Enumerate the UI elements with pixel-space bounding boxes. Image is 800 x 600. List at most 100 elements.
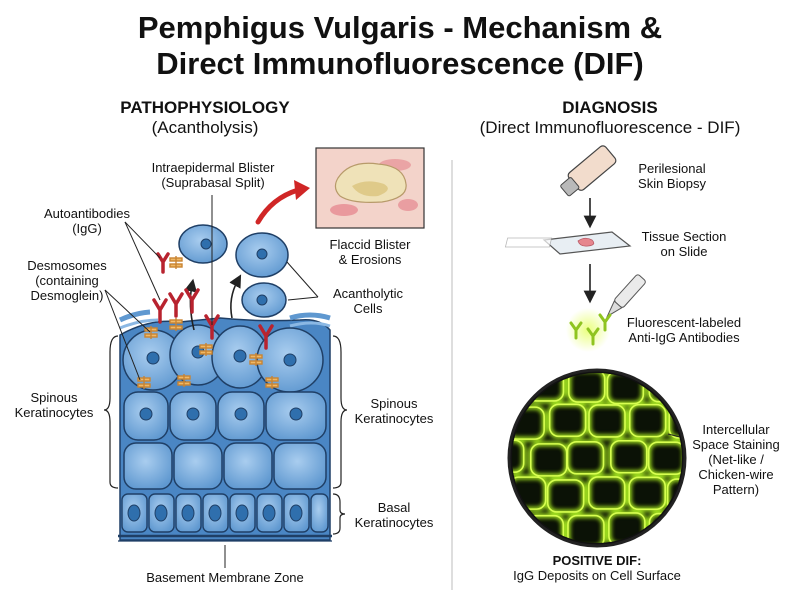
spinous-cell	[273, 442, 327, 490]
nucleus	[235, 504, 249, 522]
dropper-icon	[606, 274, 646, 318]
igg-antibody	[156, 252, 170, 274]
intercellular-staining-cell	[512, 373, 528, 405]
desmosome	[137, 376, 151, 389]
biopsy-label-line-2: Skin Biopsy	[638, 176, 706, 191]
desmosome-pointer	[104, 289, 141, 381]
positive-dif-description: IgG Deposits on Cell Surface	[513, 568, 681, 583]
spinous-right-bracket	[332, 335, 348, 489]
blister-label-line-2: (Suprabasal Split)	[161, 175, 265, 190]
desmosome	[169, 256, 183, 269]
nucleus	[186, 407, 200, 421]
desmosomes	[137, 256, 279, 389]
fluorescent-antibodies-label: Fluorescent-labeled Anti-IgG Antibodies	[614, 315, 754, 345]
intercellular-staining-cell	[606, 373, 645, 405]
page-title-line-1: Pemphigus Vulgaris - Mechanism &	[137, 10, 663, 45]
intercellular-staining-cell	[647, 441, 682, 476]
tissue-slide-icon	[504, 231, 632, 255]
nucleus	[154, 504, 168, 522]
autoantibodies-label-line-2: (IgG)	[72, 221, 102, 236]
section-label-line-1: Tissue Section	[641, 229, 727, 244]
basal-label-line-2: Keratinocytes	[354, 515, 434, 530]
spinous-left-line-2: Keratinocytes	[14, 405, 94, 420]
positive-dif-label: POSITIVE DIF: IgG Deposits on Cell Surfa…	[470, 553, 724, 583]
acantholytic-pointer	[287, 296, 319, 301]
spinous-right-line-2: Keratinocytes	[354, 411, 434, 426]
nucleus	[283, 353, 297, 367]
intercellular-staining-cell	[588, 404, 626, 438]
page-title-line-2: Direct Immunofluorescence (DIF)	[156, 46, 644, 81]
desmosome	[199, 343, 213, 356]
dif-microscopy-view	[507, 368, 687, 548]
acantholytic-pointer	[286, 261, 319, 298]
blister-arrowhead	[294, 180, 310, 200]
blister-arrow	[255, 187, 301, 225]
autoantibodies-label-line-1: Autoantibodies	[43, 206, 130, 221]
intercellular-staining-cell	[512, 510, 527, 543]
basal-bracket	[332, 493, 346, 535]
autoantibody-pointer	[124, 221, 161, 301]
detachment-arrow	[229, 274, 242, 319]
desmosome-pointer	[104, 289, 151, 333]
intercellular-staining-cell	[512, 373, 526, 404]
spinous-left-line-1: Spinous	[30, 390, 78, 405]
igg-antibody	[258, 324, 274, 350]
blister-roof-right	[289, 312, 331, 321]
diagnosis-heading: DIAGNOSIS (Direct Immunofluorescence - D…	[440, 98, 780, 138]
autoantibodies-label: Autoantibodies (IgG)	[32, 206, 142, 236]
basal-label: Basal Keratinocytes	[344, 500, 444, 530]
nucleus	[181, 504, 195, 522]
desmosome	[144, 326, 158, 339]
nucleus	[146, 351, 160, 365]
acantholytic-cells-label: Acantholytic Cells	[318, 286, 418, 316]
intercellular-staining-cell	[587, 476, 626, 510]
blister-roof-right-inner	[289, 321, 331, 328]
flaccid-blister-label-line-2: & Erosions	[338, 252, 402, 267]
flaccid-blister-label-line-1: Flaccid Blister	[329, 237, 411, 252]
igg-antibody	[152, 298, 168, 324]
fluorescent-antibodies	[569, 313, 612, 346]
pathophysiology-subtitle: (Acantholysis)	[151, 118, 259, 137]
flaccid-blister-label: Flaccid Blister & Erosions	[310, 237, 430, 267]
biopsy-label-line-1: Perilesional	[638, 161, 706, 176]
nucleus	[256, 294, 268, 306]
spinous-cell	[123, 442, 173, 490]
pathophysiology-title: PATHOPHYSIOLOGY	[120, 98, 290, 117]
desmosomes-label: Desmosomes (containing Desmoglein)	[12, 258, 122, 303]
flaccid-blister-inset	[315, 147, 425, 229]
blister-roof-left	[118, 309, 151, 323]
acantholytic-label-line-1: Acantholytic	[332, 286, 404, 301]
autoantibody-pointer	[124, 221, 161, 259]
positive-dif-title: POSITIVE DIF:	[552, 553, 642, 568]
nucleus	[262, 504, 276, 522]
nucleus	[233, 349, 247, 363]
desmosome	[169, 318, 183, 331]
igg-antibody	[204, 314, 220, 340]
staining-label-line-3: (Net-like /	[708, 452, 764, 467]
staining-label-line-4: Chicken-wire	[698, 467, 774, 482]
nucleus	[234, 407, 248, 421]
epidermis-illustration	[103, 195, 348, 568]
blister-label-line-1: Intraepidermal Blister	[151, 160, 275, 175]
staining-label-line-5: Pattern)	[712, 482, 760, 497]
desmosome	[177, 374, 191, 387]
intercellular-staining-cell	[668, 405, 682, 439]
intercellular-staining-cell	[512, 439, 525, 474]
staining-label-line-1: Intercellular	[702, 422, 770, 437]
fluorescent-antibody	[586, 327, 600, 346]
spinous-right-label: Spinous Keratinocytes	[344, 396, 444, 426]
autoantibodies	[152, 252, 274, 350]
basal-label-line-1: Basal	[377, 500, 411, 515]
bmz-label: Basement Membrane Zone	[146, 570, 304, 585]
acantholytic-cells	[178, 224, 289, 318]
staining-pointer	[667, 433, 681, 438]
desmosome	[265, 376, 279, 389]
desmosomes-label-line-3: Desmoglein)	[30, 288, 104, 303]
intercellular-staining-cell	[546, 479, 585, 513]
biopsy-punch-icon	[560, 145, 617, 197]
spinous-cell	[173, 442, 223, 490]
biopsy-label: Perilesional Skin Biopsy	[612, 161, 732, 191]
spinous-left-label: Spinous Keratinocytes	[6, 390, 102, 420]
fluor-label-line-2: Anti-IgG Antibodies	[628, 330, 740, 345]
nucleus	[139, 407, 153, 421]
